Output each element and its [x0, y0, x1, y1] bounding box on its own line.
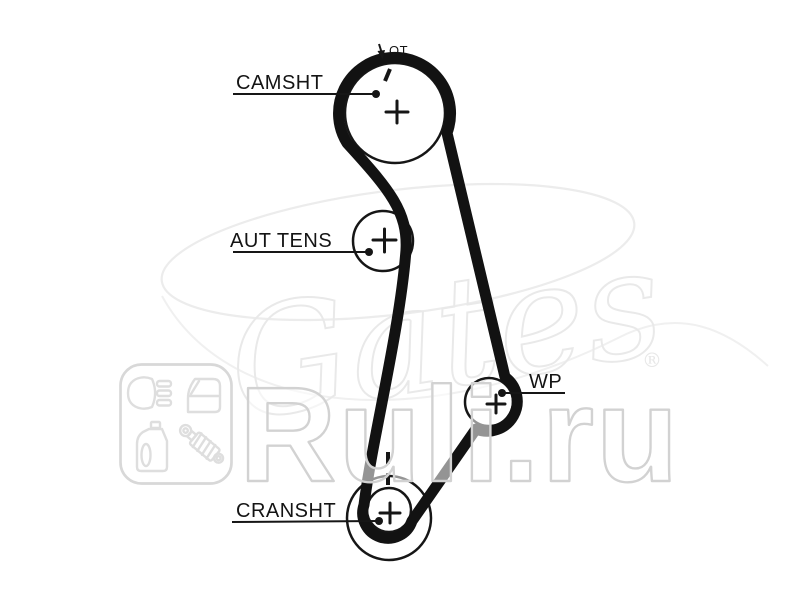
timing-mark-label: OT: [389, 43, 408, 58]
timing-belt: [333, 51, 523, 544]
camshaft-leader-dot: [372, 90, 380, 98]
water-pump-label: WP: [529, 371, 562, 393]
camshaft-pulley: [343, 61, 447, 165]
shock-absorber-icon: [178, 423, 225, 464]
site-watermark-text: Ruli.ru: [239, 359, 680, 510]
crankshaft-leader-line: [231, 520, 380, 523]
car-door-icon: [186, 377, 222, 414]
gates-registered-mark: ®: [642, 348, 662, 372]
oil-canister-icon: [135, 420, 169, 473]
crankshaft-center-cross: [378, 501, 402, 525]
crankshaft-label: CRANSHT: [236, 500, 336, 522]
tensioner-leader-dot: [365, 248, 373, 256]
water-pump-leader-dot: [498, 389, 506, 397]
belt-diagram: OT CAMSHT AUT TENS WP CRANSHT: [230, 43, 565, 562]
camshaft-timing-tick: [383, 68, 392, 82]
parts-icon-badge: [119, 363, 233, 485]
ot-arrow: [377, 43, 385, 60]
water-pump-center-cross: [485, 393, 507, 415]
ruli-watermark: Ruli.ru: [119, 358, 680, 511]
tensioner-center-cross: [371, 227, 398, 254]
crankshaft-leader-dot: [375, 517, 383, 525]
camshaft-center-cross: [384, 99, 410, 125]
tensioner-pulley: [351, 209, 415, 273]
gates-swoosh-tail: [161, 295, 769, 401]
headlight-icon: [126, 376, 173, 410]
camshaft-label: CAMSHT: [236, 72, 323, 94]
tensioner-label: AUT TENS: [230, 230, 332, 252]
